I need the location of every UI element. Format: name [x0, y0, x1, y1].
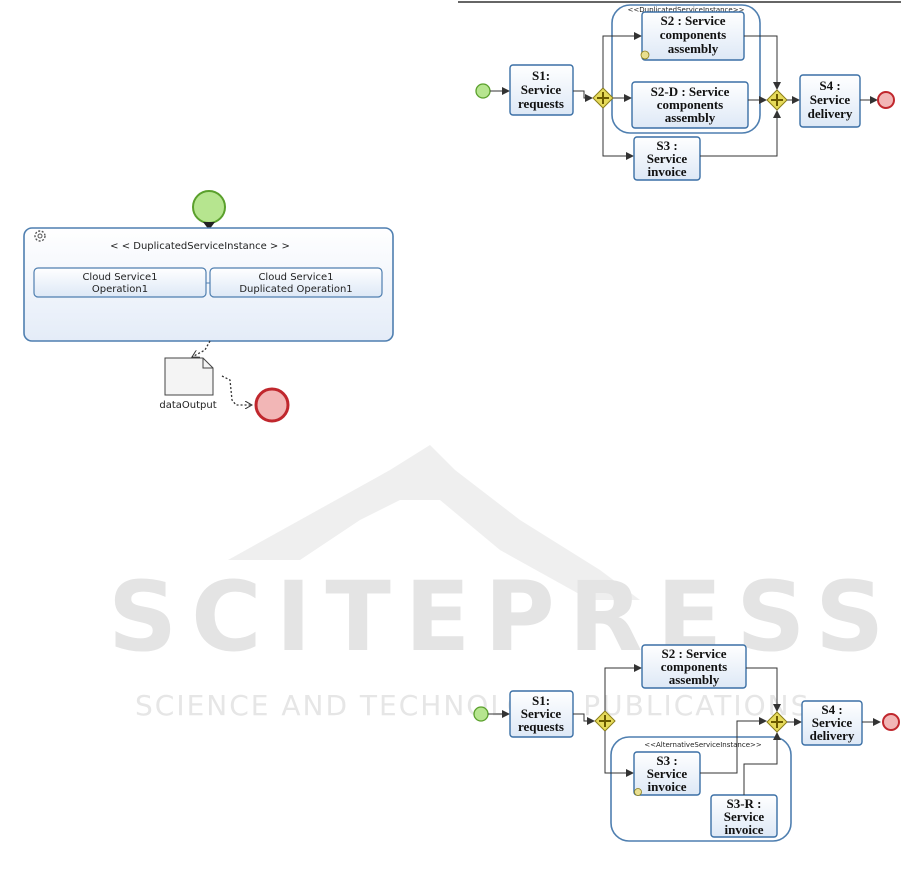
top-s3-line2: Service — [647, 151, 688, 166]
bottom-right-diagram: <<AlternativeServiceInstance>> S1: Servi… — [473, 644, 900, 842]
top-s4-line2: Service — [810, 92, 851, 107]
left-subprocess-container[interactable] — [23, 227, 394, 342]
left-duplicated-operation1-line2: Duplicated Operation1 — [239, 284, 352, 295]
bottom-s4-line3: delivery — [810, 728, 855, 743]
alternative-instance-pool-label: <<AlternativeServiceInstance>> — [644, 741, 762, 749]
top-join-gateway[interactable] — [766, 89, 788, 111]
left-duplicated-operation1-task[interactable] — [209, 267, 383, 298]
bottom-s4-line2: Service — [812, 715, 853, 730]
top-s3-task[interactable] — [633, 136, 701, 181]
bottom-end-event[interactable] — [882, 713, 900, 731]
data-output-label: dataOutput — [159, 400, 216, 411]
left-data-association-in — [192, 340, 211, 357]
data-output-icon[interactable] — [164, 357, 214, 396]
top-s3-line3: invoice — [648, 164, 687, 179]
bottom-s3r-line3: invoice — [725, 822, 764, 837]
left-start-arrowhead — [203, 222, 215, 230]
top-s1-line1: S1: — [532, 68, 550, 83]
left-diagram: < < DuplicatedServiceInstance > > Cloud … — [23, 190, 394, 423]
flow-s3r-to-join-bottom — [743, 732, 781, 795]
flow-gateway-to-s3 — [602, 108, 634, 160]
top-s4-line1: S4 : — [819, 78, 840, 93]
bottom-s3-line1: S3 : — [656, 753, 677, 768]
top-s2d-task[interactable] — [631, 81, 749, 129]
bottom-join-gateway[interactable] — [766, 711, 788, 733]
top-s2d-line1: S2-D : Service — [651, 84, 730, 99]
top-right-diagram: <<DuplicatedServiceInstance>> S1: Servic… — [458, 1, 901, 181]
bottom-s1-line1: S1: — [532, 693, 550, 708]
top-s1-line2: Service — [521, 82, 562, 97]
top-s4-line3: delivery — [808, 106, 853, 121]
top-s3-line1: S3 : — [656, 138, 677, 153]
left-end-event[interactable] — [254, 387, 290, 423]
bottom-s2-line1: S2 : Service — [662, 646, 727, 661]
plus-icon — [771, 94, 783, 106]
top-s4-task[interactable] — [799, 74, 861, 128]
top-s2d-line2: components — [657, 97, 723, 112]
plus-icon — [771, 716, 783, 728]
flow-gateway-to-s3-bottom — [604, 731, 634, 777]
bottom-s3-line3: invoice — [648, 779, 687, 794]
left-duplicated-operation1-line1: Cloud Service1 — [258, 272, 333, 283]
top-end-event[interactable] — [877, 91, 895, 109]
data-output-fold — [202, 358, 213, 369]
flow-s3-to-join-bottom — [700, 717, 767, 774]
flow-gateway-to-s2-bottom — [604, 664, 642, 711]
top-s2-line3: assembly — [668, 41, 719, 56]
watermark-book-shape — [228, 445, 640, 600]
top-s2-line1: S2 : Service — [661, 13, 726, 28]
watermark-brand: SCITEPRESS — [108, 561, 898, 673]
top-split-gateway[interactable] — [592, 87, 614, 109]
flow-s2-to-join — [744, 35, 781, 90]
watermark-tagline: SCIENCE AND TECHNOLOGY PUBLICATIONS — [135, 689, 810, 722]
flow-s1-to-gateway-bottom — [573, 713, 595, 725]
plus-icon — [597, 92, 609, 104]
bottom-s2-line3: assembly — [669, 672, 720, 687]
gear-icon — [34, 230, 46, 242]
bottom-s3r-line1: S3-R : — [726, 796, 761, 811]
flow-gateway-to-s2 — [602, 32, 642, 88]
bottom-s3-marker-icon — [634, 788, 642, 796]
top-s1-task[interactable] — [509, 64, 574, 116]
top-s1-line3: requests — [518, 96, 564, 111]
left-container-stereotype: < < DuplicatedServiceInstance > > — [110, 241, 290, 252]
bottom-s3-line2: Service — [647, 766, 688, 781]
bottom-start-event[interactable] — [473, 706, 489, 722]
flow-s1-to-gateway — [573, 90, 593, 102]
left-operation1-line1: Cloud Service1 — [82, 272, 157, 283]
left-operation1-line2: Operation1 — [92, 284, 148, 295]
bottom-s4-task[interactable] — [801, 700, 863, 746]
watermark: SCITEPRESS SCIENCE AND TECHNOLOGY PUBLIC… — [108, 445, 898, 722]
top-s2-marker-icon — [640, 50, 650, 60]
bottom-s2-line2: components — [661, 659, 727, 674]
left-start-event[interactable] — [192, 190, 226, 224]
duplicated-instance-pool[interactable] — [611, 4, 761, 134]
alternative-instance-pool[interactable] — [610, 736, 792, 842]
flow-s2-to-join-bottom — [746, 667, 781, 712]
flow-s3-to-join — [700, 110, 781, 157]
top-start-event[interactable] — [475, 83, 491, 99]
top-s2-line2: components — [660, 27, 726, 42]
bottom-s1-line2: Service — [521, 706, 562, 721]
plus-icon — [599, 715, 611, 727]
bottom-s4-line1: S4 : — [821, 702, 842, 717]
bottom-s3r-line2: Service — [724, 809, 765, 824]
left-data-association-out — [221, 375, 252, 405]
top-s2d-line3: assembly — [665, 110, 716, 125]
duplicated-instance-pool-label: <<DuplicatedServiceInstance>> — [628, 6, 745, 14]
bottom-s1-line3: requests — [518, 719, 564, 734]
bottom-s2-task[interactable] — [641, 644, 747, 689]
